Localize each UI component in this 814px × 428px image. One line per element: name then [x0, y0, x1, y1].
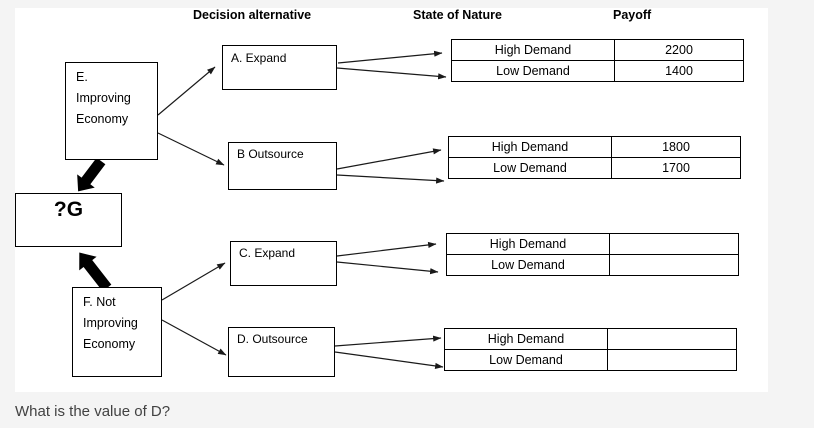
- node-alternative-b-outsource: B Outsource: [228, 142, 337, 190]
- arrow-b-to-table2-low: [336, 174, 445, 184]
- payoff-table-b: High Demand 1800 Low Demand 1700: [448, 136, 741, 179]
- arrow-e-to-a: [157, 66, 216, 116]
- payoff-cell-empty: [610, 234, 738, 254]
- column-header-decision-alternative: Decision alternative: [193, 8, 312, 22]
- arrow-a-to-table1-high: [337, 50, 443, 64]
- state-cell: Low Demand: [445, 350, 607, 370]
- question-text: What is the value of D?: [15, 403, 171, 420]
- arrow-d-to-table4-high: [334, 335, 442, 347]
- payoff-cell: 1800: [612, 137, 740, 157]
- payoff-cell-empty: [608, 350, 736, 370]
- state-cell: High Demand: [452, 40, 614, 60]
- block-arrow-e-to-g: [77, 157, 106, 192]
- column-header-state-of-nature: State of Nature: [413, 8, 502, 22]
- state-cell: High Demand: [447, 234, 609, 254]
- node-alternative-c-expand: C. Expand: [230, 241, 337, 286]
- payoff-table-c: High Demand Low Demand: [446, 233, 739, 276]
- node-unknown-value-g: ?G: [15, 193, 122, 247]
- state-cell: High Demand: [449, 137, 611, 157]
- block-arrow-f-to-g: [79, 252, 112, 292]
- node-not-improving-economy: F. Not Improving Economy: [72, 287, 162, 377]
- payoff-cell: 1400: [615, 61, 743, 81]
- node-alternative-a-expand: A. Expand: [222, 45, 337, 90]
- state-cell: High Demand: [445, 329, 607, 349]
- arrow-f-to-d: [161, 319, 227, 356]
- node-alternative-d-outsource: D. Outsource: [228, 327, 335, 377]
- arrow-a-to-table1-low: [336, 67, 447, 80]
- arrow-e-to-b: [157, 132, 225, 166]
- arrow-d-to-table4-low: [334, 351, 444, 369]
- arrow-f-to-c: [161, 262, 226, 301]
- payoff-table-d: High Demand Low Demand: [444, 328, 737, 371]
- payoff-cell: 2200: [615, 40, 743, 60]
- column-header-payoff: Payoff: [613, 8, 652, 22]
- payoff-cell: 1700: [612, 158, 740, 178]
- payoff-cell-empty: [608, 329, 736, 349]
- node-improving-economy: E. Improving Economy: [65, 62, 158, 160]
- arrow-c-to-table3-high: [336, 241, 437, 257]
- state-cell: Low Demand: [447, 255, 609, 275]
- payoff-cell-empty: [610, 255, 738, 275]
- state-cell: Low Demand: [449, 158, 611, 178]
- arrow-c-to-table3-low: [336, 261, 439, 275]
- payoff-table-a: High Demand 2200 Low Demand 1400: [451, 39, 744, 82]
- arrow-b-to-table2-high: [336, 148, 442, 170]
- state-cell: Low Demand: [452, 61, 614, 81]
